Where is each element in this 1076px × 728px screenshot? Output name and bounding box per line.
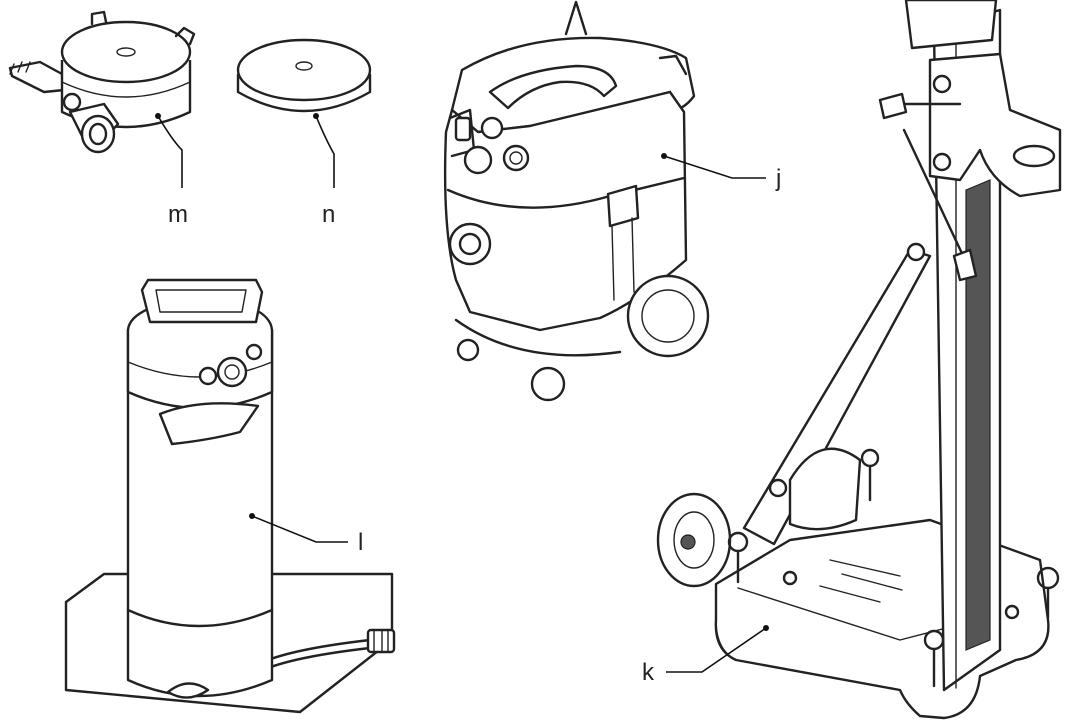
label-j: j [775, 165, 781, 192]
leader-line-k [666, 627, 767, 673]
callout-m [155, 113, 183, 188]
callout-l [249, 513, 348, 543]
leader-line-j [663, 155, 766, 179]
label-l: l [358, 529, 363, 556]
disc-n [236, 38, 372, 113]
label-k: k [642, 659, 655, 686]
callout-k [666, 625, 769, 673]
callout-n [313, 113, 335, 188]
water-tank-l [64, 278, 396, 714]
drill-stand-k [656, 0, 1062, 720]
vacuum-base-plate-m [8, 10, 196, 154]
label-m: m [168, 201, 188, 228]
callout-j [661, 153, 766, 179]
leader-line-l [251, 515, 348, 543]
leader-line-m [157, 115, 183, 188]
vacuum-cleaner-j [443, 0, 710, 402]
label-n: n [322, 201, 335, 228]
leader-line-n [315, 115, 335, 188]
